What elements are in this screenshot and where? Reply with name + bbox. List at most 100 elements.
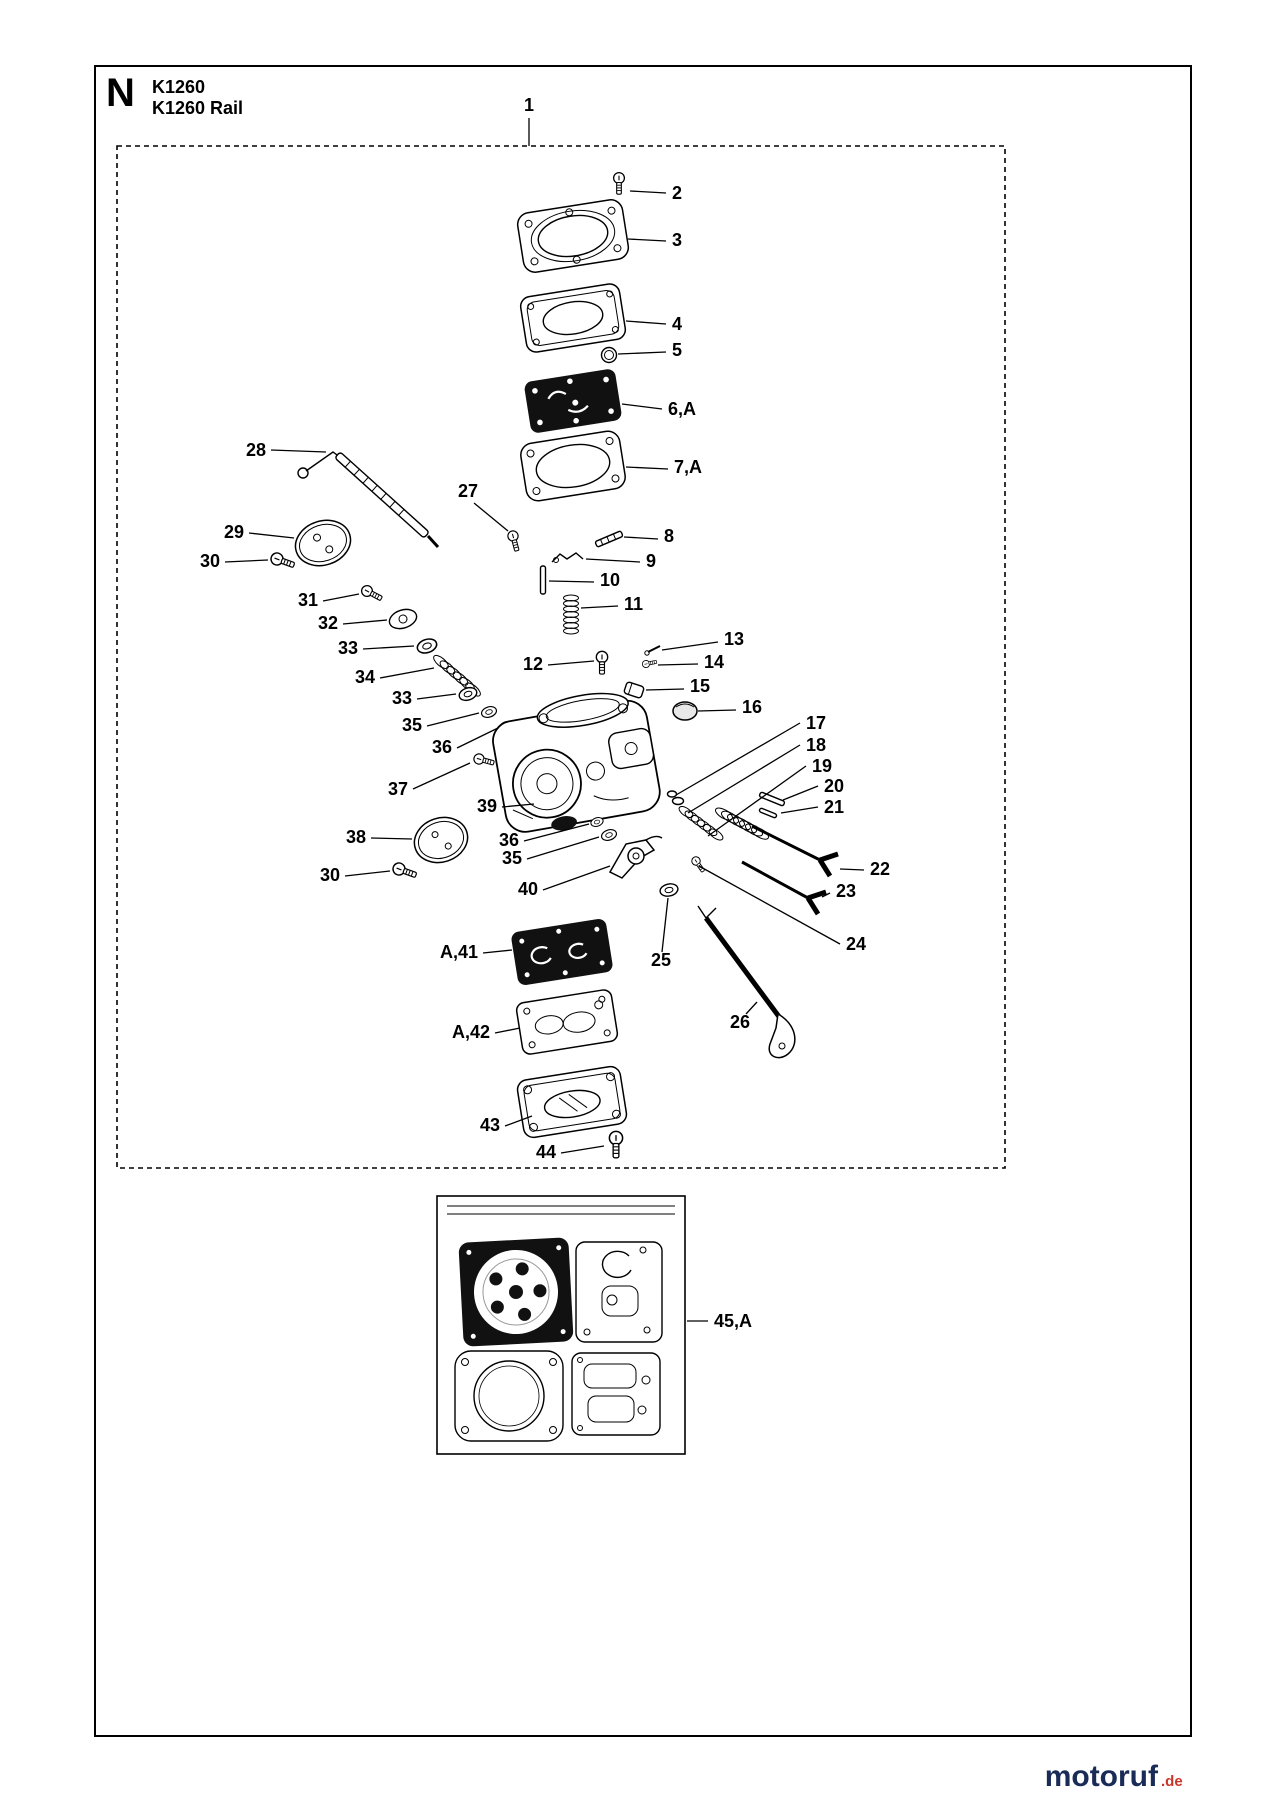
callout-36-upper-label: 36 [432, 737, 452, 757]
assembly-group-box: 1 [116, 95, 1006, 1169]
callout-7a: 7,A [625, 457, 702, 477]
callout-11: 11 [580, 594, 643, 614]
callout-20: 20 [782, 776, 844, 801]
callout-24: 24 [698, 865, 866, 954]
part-42a-pump-gasket [515, 989, 619, 1055]
callout-41a: A,41 [440, 942, 513, 962]
part-13-clip [644, 645, 661, 656]
callout-15: 15 [645, 676, 710, 696]
callout-30-lower-label: 30 [320, 865, 340, 885]
model-variant: K1260 Rail [152, 98, 243, 118]
part-5-o-ring [600, 346, 618, 364]
callout-12: 12 [523, 654, 595, 674]
callout-11-label: 11 [624, 594, 643, 614]
part-30-screw-lower [390, 860, 419, 882]
callout-29: 29 [224, 522, 295, 542]
callout-4-label: 4 [672, 314, 682, 334]
part-4-diaphragm-plate [519, 283, 627, 353]
model-title: K1260 [152, 77, 205, 97]
callout-33-upper-label: 33 [338, 638, 358, 658]
part-41a-pump-diaphragm [511, 918, 613, 986]
callout-17-label: 17 [806, 713, 826, 733]
callout-30-lower: 30 [320, 865, 391, 885]
callout-2: 2 [629, 183, 682, 203]
callout-6a-label: 6,A [668, 399, 696, 419]
part-12-screw [595, 650, 609, 675]
watermark-tld: .de [1161, 1773, 1183, 1790]
watermark: motoruf .de [1045, 1760, 1183, 1793]
part-7a-gasket [520, 430, 626, 502]
callout-10: 10 [548, 570, 620, 590]
kit-diaphragm [458, 1237, 574, 1347]
callout-30-upper: 30 [200, 551, 269, 571]
part-27-screw [506, 529, 523, 553]
callout-37-label: 37 [388, 779, 408, 799]
callout-42a: A,42 [452, 1022, 521, 1042]
part-8-pin [594, 530, 624, 548]
callout-14-label: 14 [704, 652, 724, 672]
callout-27-label: 27 [458, 481, 478, 501]
callout-35-lower: 35 [502, 836, 600, 868]
callout-9: 9 [585, 551, 656, 571]
part-33-washer-upper [414, 635, 440, 657]
callout-31: 31 [298, 590, 360, 610]
callout-21-label: 21 [824, 797, 844, 817]
part-38-throttle-plate [413, 816, 469, 864]
callout-15-label: 15 [690, 676, 710, 696]
callout-17: 17 [675, 713, 826, 796]
callout-16: 16 [697, 697, 762, 717]
part-15-plug [623, 681, 645, 699]
callout-20-label: 20 [824, 776, 844, 796]
callout-26-label: 26 [730, 1012, 750, 1032]
part-44-screw [608, 1130, 624, 1159]
part-33-washer-lower [456, 684, 480, 704]
callout-44-label: 44 [536, 1142, 556, 1162]
callout-35-upper-label: 35 [402, 715, 422, 735]
kit-gasket-bottom-right [571, 1352, 661, 1436]
callout-32: 32 [318, 613, 388, 633]
callout-24-label: 24 [846, 934, 866, 954]
watermark-brand: motoruf [1045, 1760, 1159, 1793]
callout-27: 27 [458, 481, 509, 532]
callout-34-label: 34 [355, 667, 375, 687]
callout-38: 38 [346, 827, 413, 847]
callout-9-label: 9 [646, 551, 656, 571]
part-10-hinge-pin [539, 565, 547, 595]
part-26-throttle-rod [697, 905, 796, 1059]
callout-18-label: 18 [806, 735, 826, 755]
part-31-screw [359, 583, 385, 605]
callout-7a-label: 7,A [674, 457, 702, 477]
callout-36-lower-label: 36 [499, 830, 519, 850]
callout-45a-label: 45,A [714, 1311, 752, 1331]
callout-39-label: 39 [477, 796, 497, 816]
kit-45a [436, 1195, 686, 1455]
part-35-washer-upper [479, 704, 499, 720]
callout-40-label: 40 [518, 879, 538, 899]
callout-4: 4 [625, 314, 682, 334]
callout-5: 5 [617, 340, 682, 360]
part-11-spring [563, 594, 579, 635]
callout-23: 23 [821, 881, 856, 901]
callout-43: 43 [480, 1115, 533, 1135]
callout-33-lower-label: 33 [392, 688, 412, 708]
part-25-washer [658, 881, 680, 899]
callout-40: 40 [518, 865, 611, 899]
callout-26: 26 [730, 1001, 758, 1032]
callout-30-upper-label: 30 [200, 551, 220, 571]
callout-21: 21 [780, 797, 844, 817]
callout-16-label: 16 [742, 697, 762, 717]
callout-3-label: 3 [672, 230, 682, 250]
callout-5-label: 5 [672, 340, 682, 360]
callout-3: 3 [627, 230, 682, 250]
part-22-adjusting-screw [751, 824, 839, 878]
callout-41a-label: A,41 [440, 942, 478, 962]
callout-35-upper: 35 [402, 712, 480, 735]
callout-33-lower: 33 [392, 688, 457, 708]
group-dashed-border [116, 145, 1006, 1169]
part-23-adjusting-screw [741, 860, 827, 916]
callout-22-label: 22 [870, 859, 890, 879]
part-32-plate [388, 608, 418, 630]
part-16-welch-plug [672, 701, 698, 721]
part-6a-metering-diaphragm [524, 369, 622, 433]
